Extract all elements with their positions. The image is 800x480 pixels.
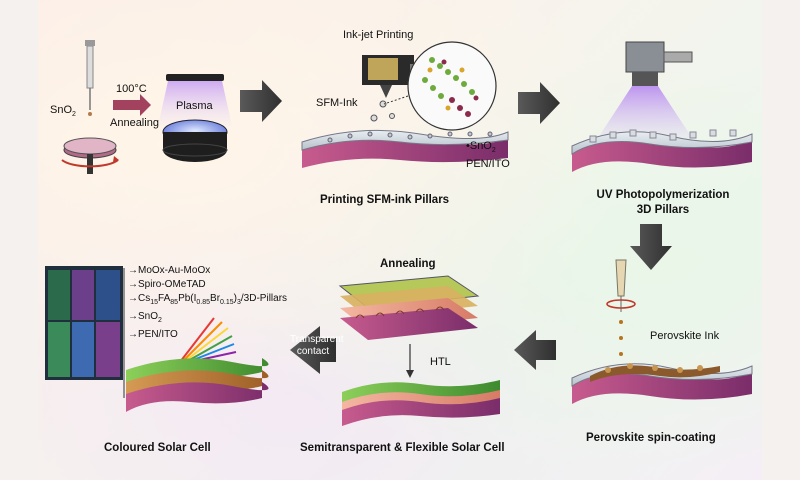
perovskite-ink-label: Perovskite Ink <box>650 330 719 342</box>
sno2-label-1: SnO2 <box>50 104 76 118</box>
perovskite-substrate <box>572 363 752 404</box>
annealing-arrow <box>113 94 151 116</box>
annealing-label-1: Annealing <box>110 117 159 129</box>
layer-item-sno2: →SnO2 <box>128 310 287 328</box>
layer-item: →Spiro-OMeTAD <box>128 278 287 292</box>
semitransparent-caption: Semitransparent & Flexible Solar Cell <box>300 442 505 454</box>
flow-arrow-down <box>630 224 672 270</box>
uv-substrate <box>572 130 752 172</box>
solar-panel-photo <box>45 266 123 380</box>
htl-label: HTL <box>430 356 451 368</box>
annealing-stack <box>340 276 478 378</box>
inkjet-label: Ink-jet Printing <box>343 29 413 41</box>
layer-item: →PEN/ITO <box>128 328 287 342</box>
syringe-icon <box>85 40 95 116</box>
sfm-ink-label: SFM-Ink <box>316 97 358 109</box>
annealing-caption: Annealing <box>380 258 436 270</box>
layer-list: →MoOx-Au-MoOx →Spiro-OMeTAD →Cs15FA85Pb(… <box>128 264 287 342</box>
htl-stack <box>342 380 500 426</box>
flow-arrow-2 <box>518 82 560 124</box>
pipette-icon <box>607 260 635 356</box>
coloured-caption: Coloured Solar Cell <box>104 442 211 454</box>
temperature-label: 100°C <box>116 83 147 95</box>
flow-arrow-3 <box>514 330 556 370</box>
spin-coater-icon <box>62 138 119 174</box>
layer-item: →MoOx-Au-MoOx <box>128 264 287 278</box>
spin-coating-caption: Perovskite spin-coating <box>586 432 716 444</box>
pen-ito-label-1: PEN/ITO <box>466 158 510 170</box>
plasma-label: Plasma <box>176 100 213 112</box>
plasma-lamp-icon <box>158 74 232 162</box>
flow-arrow-1 <box>240 80 282 122</box>
sno2-label-2: •SnO2 <box>466 140 496 154</box>
printing-caption: Printing SFM-ink Pillars <box>320 194 449 206</box>
layer-item-perovskite: →Cs15FA85Pb(I0.85Br0.15)3/3D-Pillars <box>128 292 287 310</box>
